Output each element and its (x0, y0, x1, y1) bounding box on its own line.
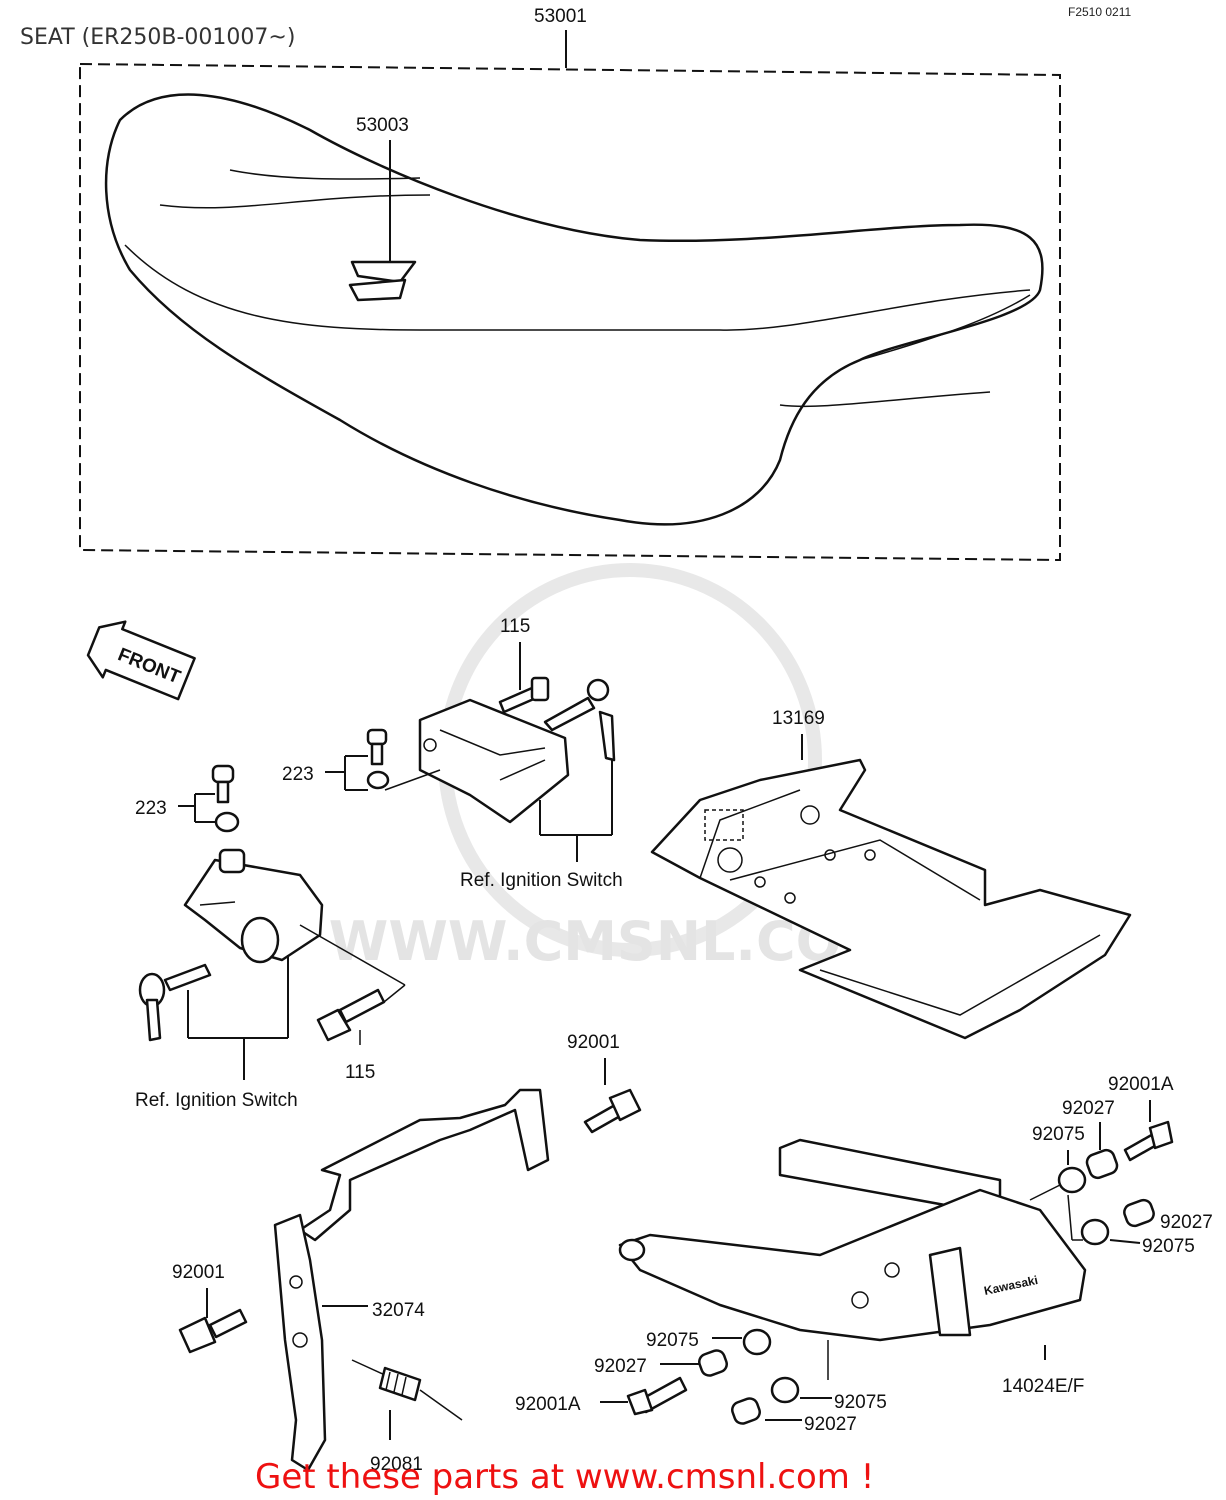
bolt-bottom[interactable] (626, 1376, 688, 1416)
collar-right[interactable] (1122, 1198, 1156, 1228)
part-label-14024[interactable]: 14024E/F (1002, 1376, 1084, 1397)
grab-rail-14024[interactable]: Kawasaki (618, 1138, 1087, 1342)
collar-upper-right[interactable] (1085, 1148, 1120, 1180)
pin-left[interactable] (178, 1308, 248, 1354)
lock-bracket-upper[interactable] (418, 698, 570, 824)
key-upper (543, 678, 616, 762)
part-label-92027-lower-upper[interactable]: 92027 (594, 1356, 647, 1377)
seat-illustration[interactable] (104, 93, 1044, 526)
part-label-53003[interactable]: 53003 (356, 115, 409, 136)
part-label-92075-right[interactable]: 92075 (1142, 1236, 1195, 1257)
ref-ignition-switch-upper[interactable]: Ref. Ignition Switch (460, 870, 623, 891)
part-label-115-upper[interactable]: 115 (500, 616, 530, 637)
diagram-code: F2510 0211 (1068, 5, 1131, 19)
part-label-92027-lower[interactable]: 92027 (804, 1414, 857, 1435)
part-label-92001A-bottom[interactable]: 92001A (515, 1394, 581, 1415)
damper-lower[interactable] (770, 1376, 800, 1404)
damper-upper-right[interactable] (1057, 1166, 1087, 1194)
part-label-115-lower[interactable]: 115 (345, 1062, 375, 1083)
lever-rod[interactable] (298, 1088, 550, 1242)
front-arrow: FRONT (86, 620, 196, 701)
lever-plate-32074[interactable] (273, 1213, 327, 1472)
bolt-right[interactable] (1123, 1120, 1174, 1162)
bolt-upper[interactable] (498, 676, 550, 714)
collar-lower-upper[interactable] (697, 1348, 729, 1378)
part-label-92001A-right[interactable]: 92001A (1108, 1074, 1174, 1095)
tray-13169[interactable] (650, 758, 1132, 1040)
damper-right[interactable] (1080, 1218, 1110, 1246)
footer-link[interactable]: Get these parts at www.cmsnl.com ! (255, 1457, 874, 1497)
lock-housing-left[interactable] (183, 848, 324, 964)
seat-cover-patch (348, 278, 407, 302)
part-label-92075-lower[interactable]: 92075 (834, 1392, 887, 1413)
part-label-32074[interactable]: 32074 (372, 1300, 425, 1321)
ref-ignition-switch-lower[interactable]: Ref. Ignition Switch (135, 1090, 298, 1111)
part-label-92075-lower-upper[interactable]: 92075 (646, 1330, 699, 1351)
damper-lower-upper[interactable] (742, 1328, 772, 1356)
part-label-92027-upper-right[interactable]: 92027 (1062, 1098, 1115, 1119)
part-label-92001-top[interactable]: 92001 (567, 1032, 620, 1053)
part-label-92027-right[interactable]: 92027 (1160, 1212, 1213, 1233)
spring-92081[interactable] (351, 1359, 463, 1421)
screw-washer-upper[interactable] (366, 728, 390, 790)
key-lower (138, 963, 212, 1042)
part-label-92001-left[interactable]: 92001 (172, 1262, 225, 1283)
pin-top[interactable] (583, 1088, 642, 1134)
part-label-13169[interactable]: 13169 (772, 708, 825, 729)
page-title: SEAT (ER250B-001007~) (20, 25, 295, 50)
part-label-223-left[interactable]: 223 (135, 798, 167, 819)
part-label-53001[interactable]: 53001 (534, 6, 587, 27)
screw-washer-left[interactable] (211, 764, 240, 833)
part-label-92081[interactable]: 92081 (370, 1454, 423, 1475)
part-label-223-upper[interactable]: 223 (282, 764, 314, 785)
bolt-lower-115[interactable] (316, 988, 386, 1042)
collar-lower[interactable] (730, 1396, 762, 1426)
part-label-92075-upper-right[interactable]: 92075 (1032, 1124, 1085, 1145)
seat-assembly-frame (79, 62, 1061, 562)
